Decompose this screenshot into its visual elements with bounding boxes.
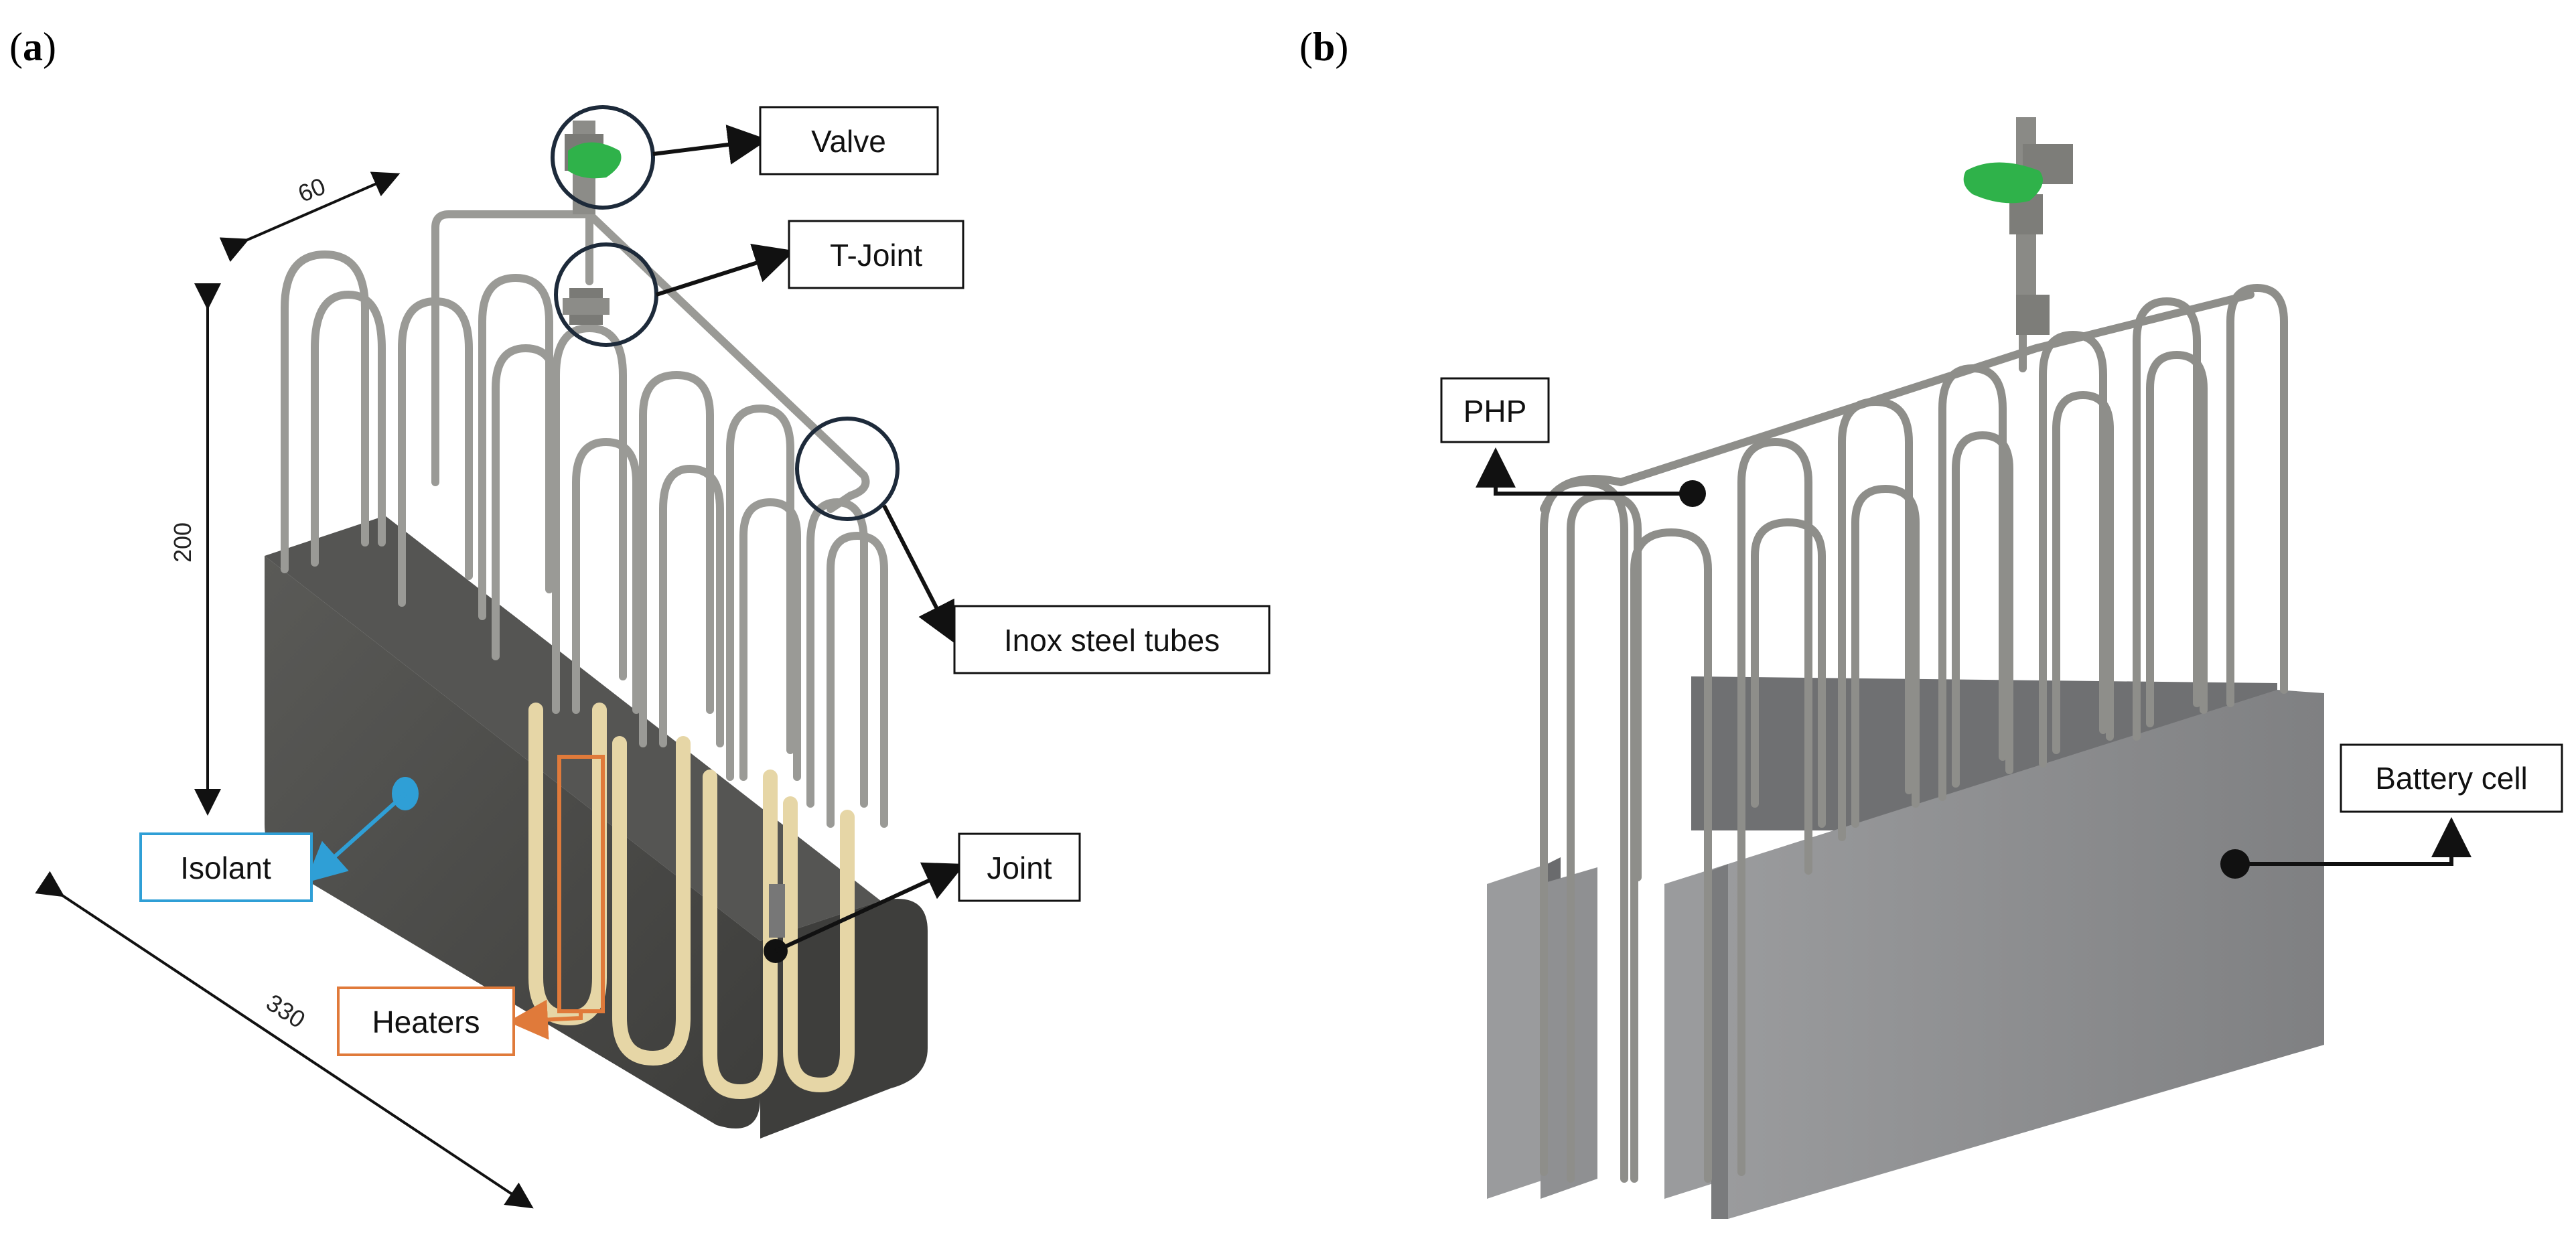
inox-callout-arrow: [882, 504, 955, 644]
svg-text:Valve: Valve: [811, 124, 886, 159]
dimension-height: 200: [169, 283, 221, 816]
battery-callout-arrow: [2235, 817, 2472, 866]
joint-label: Joint: [958, 832, 1081, 902]
svg-text:T-Joint: T-Joint: [830, 238, 922, 273]
panel-b-diagram: [1487, 676, 2324, 1219]
battery-label: Battery cell: [2340, 743, 2563, 813]
valve-callout-circle: [551, 105, 655, 210]
php-tubes-a: [281, 210, 888, 828]
valve-callout-arrow: [652, 125, 768, 165]
svg-text:Inox steel tubes: Inox steel tubes: [1004, 623, 1220, 658]
joint-fitting: [769, 884, 785, 938]
t-joint-label: T-Joint: [788, 220, 964, 289]
joint-callout-arrow: [774, 862, 965, 953]
php-callout-arrow: [1476, 447, 1693, 496]
inox-label: Inox steel tubes: [953, 605, 1271, 674]
panel-a-label: (a): [9, 25, 56, 69]
valve-assembly-b: [1963, 117, 2073, 335]
isolant-label: Isolant: [139, 832, 313, 902]
svg-text:Battery cell: Battery cell: [2375, 761, 2528, 796]
battery-cell-1: [1487, 864, 1547, 1199]
svg-text:200: 200: [169, 522, 196, 563]
dimension-width: 60: [219, 171, 401, 263]
php-label: PHP: [1440, 377, 1550, 443]
svg-text:Joint: Joint: [987, 851, 1052, 885]
battery-cell-front: [1728, 690, 2324, 1219]
heaters-label: Heaters: [337, 987, 515, 1056]
t-joint-callout-arrow: [656, 243, 795, 297]
svg-text:330: 330: [261, 989, 310, 1033]
svg-text:60: 60: [294, 172, 329, 208]
svg-text:PHP: PHP: [1463, 394, 1527, 429]
svg-text:Heaters: Heaters: [372, 1005, 480, 1039]
isolant-box-front: [265, 556, 760, 1128]
panel-b-label: (b): [1299, 25, 1348, 69]
svg-text:Isolant: Isolant: [180, 851, 271, 885]
valve-assembly-a: [563, 121, 622, 325]
heaters-callout-arrow: [508, 999, 583, 1040]
valve-label: Valve: [759, 106, 939, 175]
tube-callout-circle: [795, 417, 900, 521]
isolant-callout-arrow: [305, 792, 407, 883]
isolant-box-top: [265, 516, 881, 941]
panel-a-diagram: [265, 105, 928, 1139]
